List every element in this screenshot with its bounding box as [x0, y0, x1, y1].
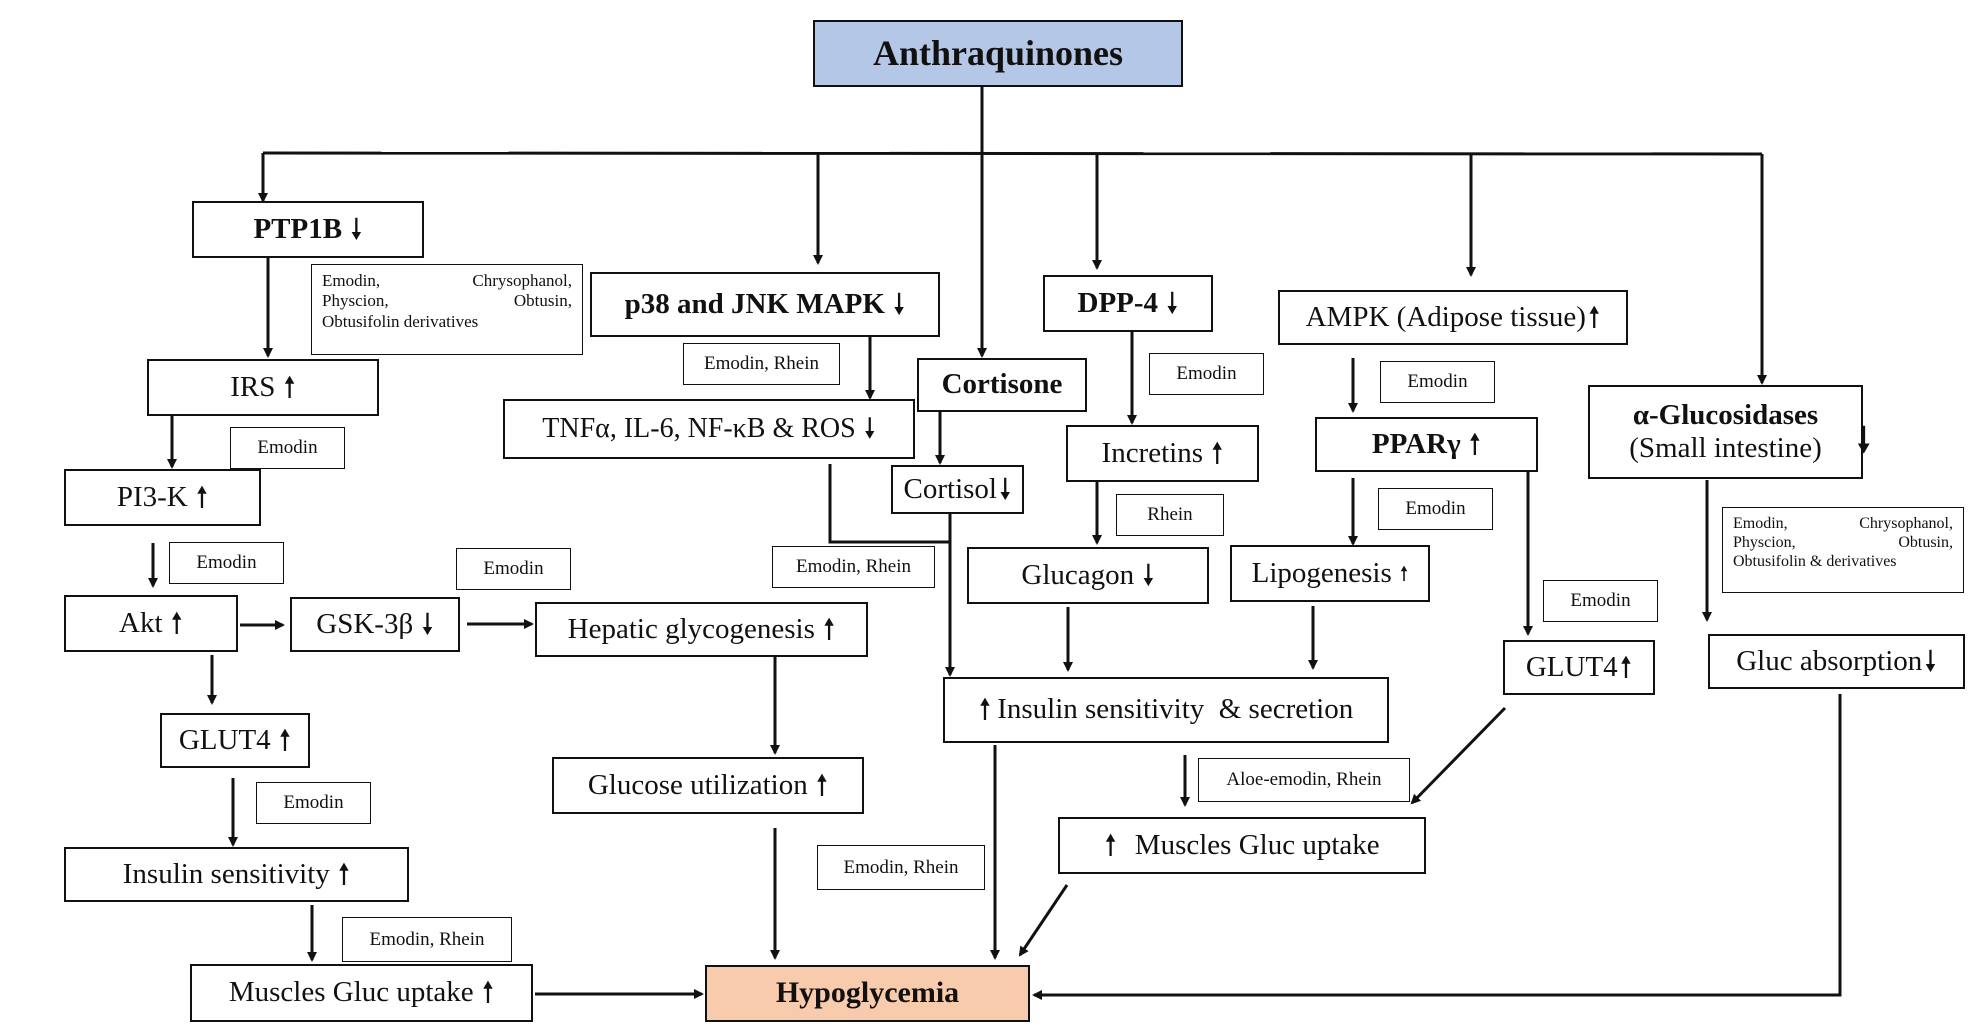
- muscles-gluc-uptake-left-box: Muscles Gluc uptake🠕: [190, 964, 533, 1022]
- up-arrow-icon: 🠕: [1399, 561, 1409, 585]
- down-arrow-icon: 🠗: [863, 411, 876, 445]
- down-arrow-icon: 🠗: [892, 286, 906, 321]
- hypoglycemia-box: Hypoglycemia: [705, 965, 1030, 1022]
- muscles-gluc-uptake-right-box: 🠕Muscles Gluc uptake: [1058, 817, 1426, 874]
- up-arrow-icon: 🠕: [1211, 435, 1224, 470]
- glucagon-box: Glucagon🠗: [967, 547, 1209, 604]
- dpp4-box: DPP-4🠗: [1043, 275, 1213, 332]
- gsk-emodin-tag: Emodin: [456, 548, 571, 590]
- insulin-secretion-box: 🠕Insulin sensitivity & secretion: [943, 677, 1389, 743]
- akt-box: Akt🠕: [64, 595, 238, 652]
- down-arrow-icon: 🠗: [999, 471, 1012, 506]
- insulin-emodin-rhein-tag: Emodin, Rhein: [342, 917, 512, 962]
- glut4-emodin-tag: Emodin: [256, 782, 371, 824]
- lipogenesis-box: Lipogenesis🠕: [1230, 545, 1430, 602]
- up-arrow-icon: 🠕: [337, 856, 351, 891]
- down-arrow-icon: 🠗: [1142, 557, 1155, 592]
- up-arrow-icon: 🠕: [195, 479, 209, 514]
- down-arrow-icon: 🠗: [421, 606, 434, 641]
- glut4-left-box: GLUT4🠕: [160, 713, 310, 768]
- dpp4-emodin-tag: Emodin: [1149, 353, 1264, 395]
- up-arrow-icon: 🠕: [1587, 299, 1601, 334]
- cortisone-box: Cortisone: [917, 358, 1087, 412]
- glucose-utilization-box: Glucose utilization🠕: [552, 757, 864, 814]
- glucosidase-compounds-tag: Emodin, Chrysophanol, Physcion, Obtusin,…: [1722, 507, 1964, 593]
- pi3k-box: PI3-K🠕: [64, 469, 261, 526]
- irs-box: IRS🠕: [147, 359, 379, 416]
- incretins-box: Incretins🠕: [1066, 425, 1259, 482]
- irs-emodin-tag: Emodin: [230, 427, 345, 469]
- up-arrow-icon: 🠕: [822, 611, 836, 646]
- cortisol-box: Cortisol🠗: [891, 465, 1024, 514]
- up-arrow-icon: 🠕: [278, 722, 292, 757]
- glucosidase-down-arrow-icon: 🠗: [1856, 420, 1872, 461]
- up-arrow-icon: 🠕: [1468, 426, 1482, 461]
- gluc-absorption-box: Gluc absorption🠗: [1708, 634, 1965, 689]
- up-arrow-icon: 🠕: [283, 369, 296, 404]
- ppar-glut4-emodin-tag: Emodin: [1543, 580, 1658, 622]
- up-arrow-icon: 🠕: [1104, 827, 1117, 862]
- up-arrow-icon: 🠕: [978, 692, 992, 727]
- arrow-muscles-right-hypo: [1018, 884, 1069, 957]
- up-arrow-icon: 🠕: [170, 605, 183, 640]
- ppar-emodin-tag: Emodin: [1378, 488, 1493, 530]
- glucosidases-box: α-Glucosidases (Small intestine): [1588, 385, 1863, 479]
- hepatic-glycogenesis-box: Hepatic glycogenesis🠕: [535, 602, 868, 657]
- p38-emodin-rhein-tag: Emodin, Rhein: [683, 343, 840, 385]
- ptp1b-compounds-tag: Emodin, Chrysophanol, Physcion, Obtusin,…: [311, 264, 583, 355]
- up-arrow-icon: 🠕: [815, 767, 829, 802]
- ptp1b-box: PTP1B🠗: [192, 201, 424, 258]
- ampk-emodin-tag: Emodin: [1380, 361, 1495, 403]
- tnf-emodin-rhein-tag: Emodin, Rhein: [772, 546, 935, 588]
- tnf-il6-box: TNFα, IL-6, NF-κB & ROS🠗: [503, 399, 915, 459]
- incretins-rhein-tag: Rhein: [1116, 494, 1224, 536]
- glucose-emodin-rhein-tag: Emodin, Rhein: [817, 845, 985, 890]
- p38-jnk-box: p38 and JNK MAPK🠗: [590, 272, 940, 337]
- arrow-absorption-hypo: [1032, 694, 1842, 1000]
- aloe-emodin-rhein-tag: Aloe-emodin, Rhein: [1198, 758, 1410, 802]
- ppar-box: PPARγ🠕: [1315, 417, 1538, 472]
- down-arrow-icon: 🠗: [350, 211, 363, 246]
- up-arrow-icon: 🠕: [1619, 649, 1633, 684]
- arrow-glut4-muscles: [1410, 706, 1507, 805]
- down-arrow-icon: 🠗: [1166, 285, 1179, 320]
- ampk-box: AMPK (Adipose tissue)🠕: [1278, 290, 1628, 345]
- pi3k-emodin-tag: Emodin: [169, 542, 284, 584]
- down-arrow-icon: 🠗: [1924, 643, 1937, 678]
- glut4-right-box: GLUT4🠕: [1503, 640, 1655, 695]
- branch-bar: [262, 151, 1763, 156]
- gsk3b-box: GSK-3β🠗: [290, 597, 460, 652]
- anthraquinones-title: Anthraquinones: [813, 20, 1183, 87]
- line-tnf-insulin: [828, 464, 950, 544]
- up-arrow-icon: 🠕: [481, 975, 495, 1010]
- insulin-sensitivity-box: Insulin sensitivity🠕: [64, 847, 409, 902]
